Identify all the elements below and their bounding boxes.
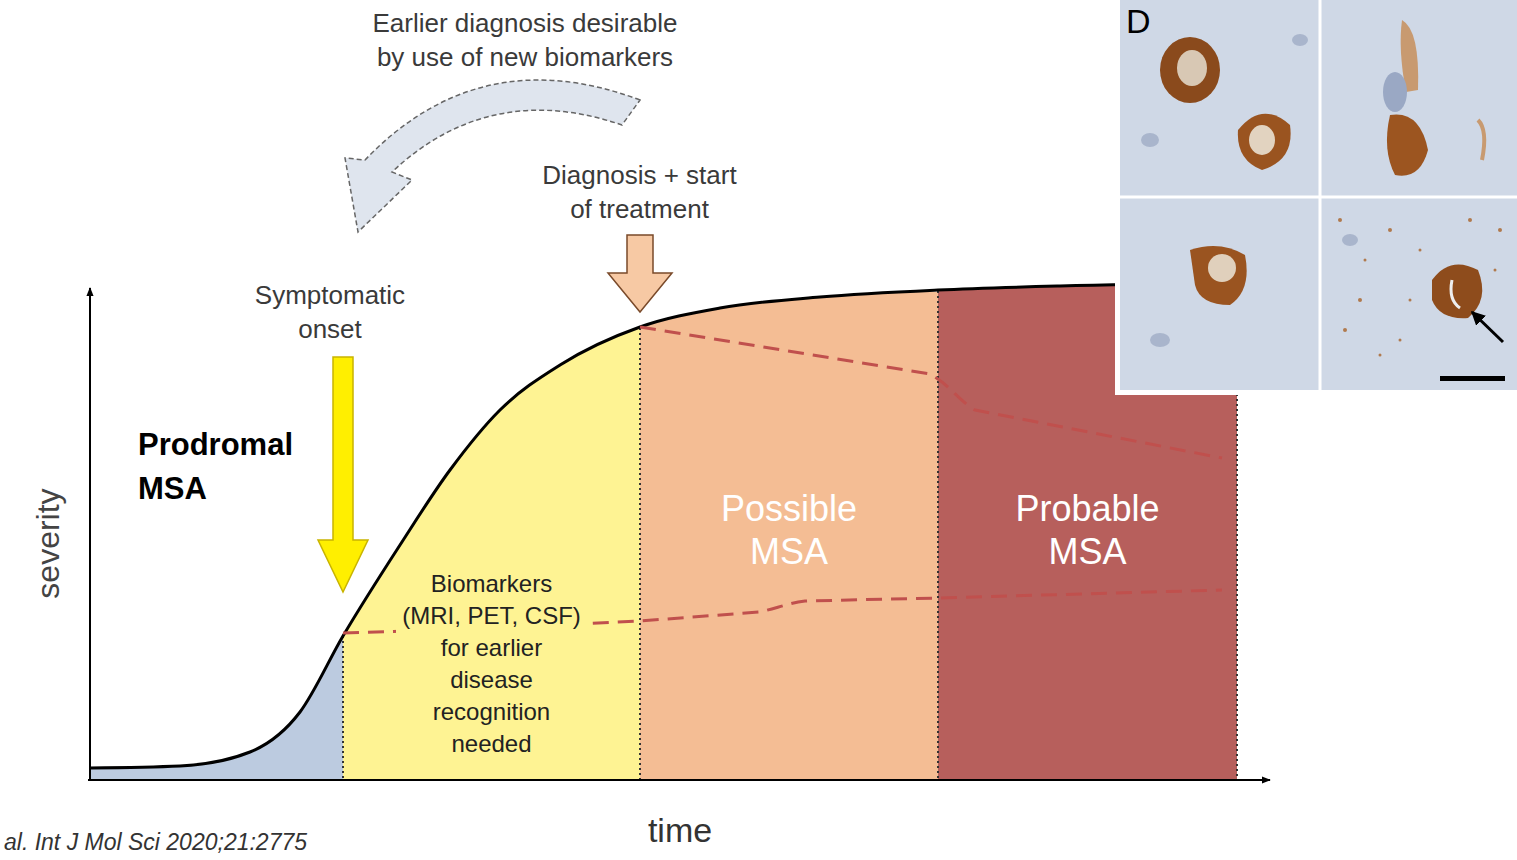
possible-msa-band: Possible MSA [640, 292, 938, 780]
nucleus [1150, 333, 1170, 347]
inclusion-cell [1432, 264, 1482, 318]
callout-text: Earlier diagnosis desirable by use of ne… [365, 6, 685, 74]
x-axis [88, 779, 1270, 781]
nucleus [1292, 34, 1308, 46]
y-axis [89, 288, 91, 781]
micrograph-inset [1115, 0, 1517, 395]
biomarker-band: Biomarkers (MRI, PET, CSF) for earlier d… [343, 322, 640, 780]
prodromal-area [90, 283, 343, 780]
axis-title: severity [30, 474, 67, 614]
inset-frame [1115, 0, 1517, 395]
axis-title: time [620, 810, 740, 850]
inclusion-cell [1160, 37, 1220, 103]
cell-process [1478, 120, 1484, 160]
panel-divider [1120, 196, 1517, 199]
diagnosis-arrow [608, 235, 672, 312]
cell-core [1249, 125, 1275, 155]
inclusion-cell [1190, 246, 1247, 305]
band-shape [640, 292, 938, 780]
band-shape [938, 283, 1237, 780]
cell-core [1451, 280, 1460, 308]
nucleus [1342, 234, 1358, 246]
band-label: Probable MSA [998, 487, 1178, 573]
scale-bar [1440, 376, 1505, 381]
band-shape [343, 322, 640, 780]
nucleus [1141, 133, 1159, 147]
nucleus [1383, 72, 1407, 112]
prodromal-band [90, 283, 1240, 780]
pointer-arrow [1472, 312, 1503, 342]
panel-letter: D [1126, 2, 1151, 40]
onset-arrow [318, 357, 368, 592]
stage-label: Prodromal MSA [138, 423, 313, 511]
band-label: Possible MSA [699, 487, 879, 573]
cell-core [1208, 254, 1236, 282]
callout-text: Diagnosis + start of treatment [537, 158, 742, 226]
probable-msa-band: Probable MSA [938, 281, 1237, 780]
citation: al. Int J Mol Sci 2020;21:2775 [4, 828, 307, 856]
band-label: Biomarkers (MRI, PET, CSF) for earlier d… [396, 568, 588, 760]
callout-text: Symptomatic onset [245, 278, 415, 346]
inset-ground [1120, 0, 1517, 390]
inclusion-cell [1238, 114, 1291, 170]
cell-core [1177, 50, 1207, 86]
stippling [1338, 218, 1502, 357]
inclusion-cell [1387, 114, 1428, 175]
panel-divider [1319, 0, 1322, 390]
